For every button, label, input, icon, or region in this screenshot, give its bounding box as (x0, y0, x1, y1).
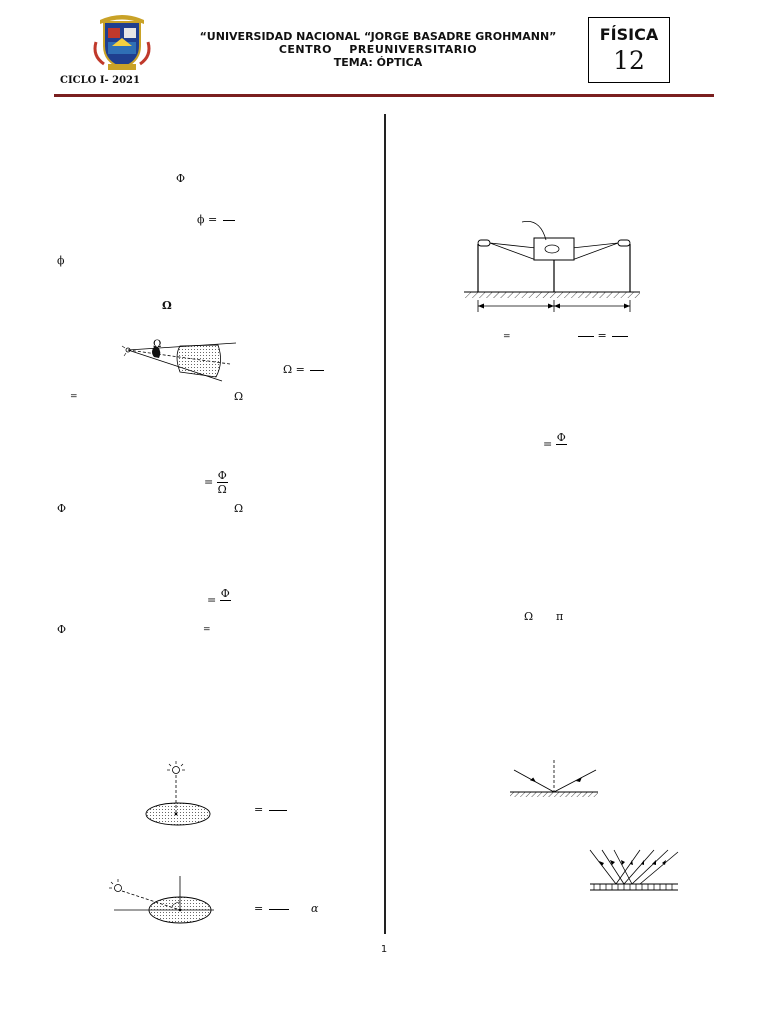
oblique-illuminance-equation: = (254, 903, 289, 914)
cycle-label: CICLO I- 2021 (60, 75, 140, 86)
solid-angle-figure: Ω (121, 339, 237, 382)
university-logo (93, 15, 151, 70)
omega-symbol: Ω (234, 502, 244, 515)
omega-lhs: Ω (283, 363, 293, 376)
fraction: Φ Ω (216, 469, 228, 496)
center-name: CENTRO PREUNIVERSITARIO (278, 43, 478, 56)
subject-box: FÍSICA 12 (588, 17, 670, 83)
specular-reflection-figure (510, 760, 598, 797)
column-divider (384, 114, 386, 934)
phi-symbol: ϕ (57, 254, 65, 267)
fraction: Φ (219, 587, 231, 613)
fraction-bar (268, 908, 289, 910)
solid-angle-equation: Ω = (283, 363, 325, 376)
fraction-bar (578, 335, 594, 337)
page-number-box: 12 (613, 46, 645, 75)
equals-sign: = (254, 902, 264, 915)
flux-intensity-equation: = Φ (543, 432, 567, 457)
perpendicular-illumination-figure (145, 761, 211, 826)
fraction-bar (268, 809, 287, 811)
flux-symbol: Φ (176, 172, 186, 185)
header: CICLO I- 2021 “UNIVERSIDAD NACIONAL “JOR… (0, 0, 768, 100)
fraction-bar (612, 335, 629, 337)
subject-label: FÍSICA (599, 25, 659, 44)
fraction-bar (310, 369, 325, 371)
denominator: Ω (217, 483, 227, 496)
denominator (559, 445, 563, 457)
omega-symbol: Ω (234, 390, 244, 403)
topic-title: TEMA: ÓPTICA (333, 56, 423, 69)
illuminance-equation: = Φ (207, 588, 231, 613)
equals-sign: = (207, 593, 217, 607)
equals-sign: = (543, 437, 553, 451)
photometer-equation: = (576, 329, 629, 342)
fraction: Φ (555, 431, 567, 457)
equals-sign: = (204, 475, 214, 489)
phi-symbol: Φ (57, 623, 67, 636)
numerator: Φ (555, 431, 567, 445)
diffuse-reflection-figure (589, 849, 679, 891)
equals-sign: = (70, 392, 78, 402)
equals-sign: = (597, 329, 607, 342)
equals-sign: = (295, 363, 305, 376)
perpendicular-illuminance-equation: = (254, 804, 287, 815)
numerator: Φ (219, 587, 231, 601)
flux-lhs: ϕ (197, 213, 205, 226)
phi-symbol: Φ (57, 502, 67, 515)
oblique-illumination-figure (109, 876, 214, 924)
cone-omega-label: Ω (153, 339, 161, 350)
intensity-equation: = Φ Ω (204, 470, 228, 495)
photometer-figure (464, 221, 640, 312)
equals-sign: = (503, 332, 511, 342)
equals-sign: = (254, 803, 264, 816)
university-name: “UNIVERSIDAD NACIONAL “JORGE BASADRE GRO… (199, 30, 557, 43)
footer-page-number: 1 (380, 944, 388, 955)
equals-sign: = (203, 625, 211, 635)
alpha-symbol: α (311, 902, 319, 915)
pi-symbol: π (556, 610, 564, 623)
denominator (223, 601, 227, 613)
omega-symbol: Ω (524, 610, 534, 623)
flux-equation: ϕ = (197, 214, 235, 225)
equals-sign: = (208, 213, 218, 226)
header-rule (54, 94, 714, 97)
solid-angle-symbol: Ω (162, 299, 172, 312)
fraction-bar (222, 219, 235, 221)
numerator: Φ (216, 469, 228, 483)
